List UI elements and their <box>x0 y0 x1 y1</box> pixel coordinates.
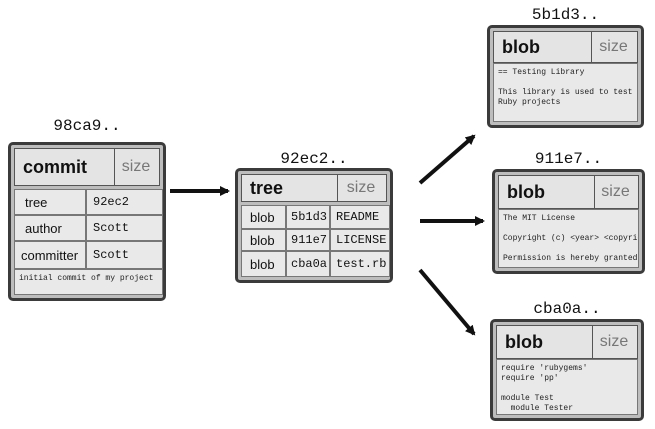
commit-key-committer: committer <box>14 241 86 269</box>
tree-entry-2-type: blob <box>241 229 286 251</box>
blob-2-size-label: size <box>601 183 630 200</box>
blob-1-object: blob size == Testing Library This librar… <box>487 25 644 128</box>
commit-message: initial commit of my project <box>14 269 163 295</box>
commit-hash: 98ca9.. <box>53 117 121 135</box>
tree-entry-3-name: test.rb <box>330 251 390 277</box>
commit-header: commit size <box>14 148 160 186</box>
tree-entry-3-sha: cba0a <box>286 251 330 277</box>
tree-entry-2-sha: 911e7 <box>286 229 330 251</box>
blob-3-object: blob size require 'rubygems' require 'pp… <box>490 319 644 421</box>
blob-1-type-label: blob <box>494 32 592 62</box>
tree-entry-1-sha: 5b1d3 <box>286 205 330 229</box>
commit-value-committer: Scott <box>86 241 163 269</box>
blob-1-content: == Testing Library This library is used … <box>493 63 638 122</box>
blob-3-size-label: size <box>599 333 629 350</box>
arrow-tree-to-blob-3 <box>418 268 476 336</box>
commit-size-label: size <box>121 158 151 175</box>
blob-1-hash: 5b1d3.. <box>531 6 600 24</box>
blob-2-hash: 911e7.. <box>534 150 603 168</box>
tree-entry-2-name: LICENSE <box>330 229 390 251</box>
commit-value-tree: 92ec2 <box>86 189 163 215</box>
blob-1-size-label: size <box>599 38 628 55</box>
commit-key-author: author <box>14 215 86 241</box>
blob-3-content: require 'rubygems' require 'pp' module T… <box>496 359 638 415</box>
tree-entry-1-name: README <box>330 205 390 229</box>
tree-type-label: tree <box>242 175 338 201</box>
blob-3-type-label: blob <box>497 326 593 358</box>
tree-entry-1-type: blob <box>241 205 286 229</box>
blob-3-header: blob size <box>496 325 638 359</box>
tree-header: tree size <box>241 174 387 202</box>
blob-2-object: blob size The MIT License Copyright (c) … <box>492 169 645 274</box>
blob-2-header: blob size <box>498 175 639 209</box>
tree-size-label: size <box>346 179 376 196</box>
tree-entry-3-type: blob <box>241 251 286 277</box>
tree-hash: 92ec2.. <box>280 150 348 168</box>
blob-1-header: blob size <box>493 31 638 63</box>
commit-type-label: commit <box>15 149 115 185</box>
blob-2-content: The MIT License Copyright (c) <year> <co… <box>498 209 639 268</box>
commit-object: commit size tree 92ec2 author Scott comm… <box>8 142 166 301</box>
commit-key-tree: tree <box>14 189 86 215</box>
arrow-tree-to-blob-1 <box>418 134 476 185</box>
blob-2-type-label: blob <box>499 176 595 208</box>
blob-3-hash: cba0a.. <box>533 300 601 318</box>
commit-value-author: Scott <box>86 215 163 241</box>
tree-object: tree size blob 5b1d3 README blob 911e7 L… <box>235 168 393 283</box>
